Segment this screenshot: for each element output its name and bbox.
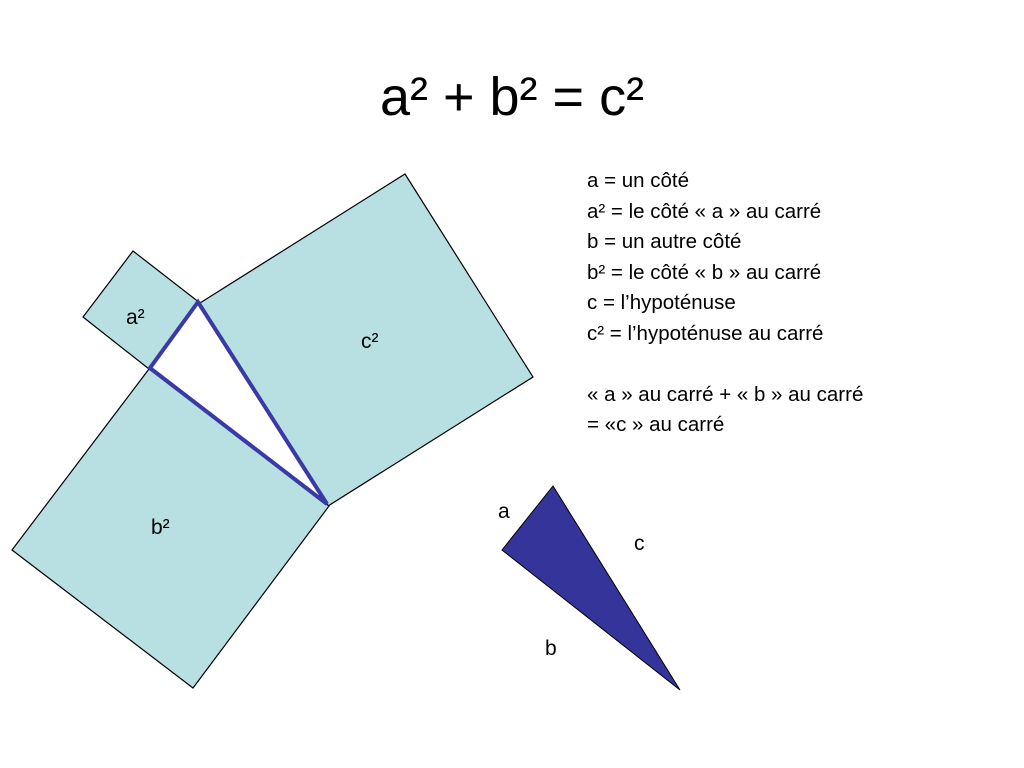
note-line: b² = le côté « b » au carré — [587, 260, 822, 284]
triangle-side-a-label: a — [498, 500, 510, 523]
square-a-squared-label: a² — [126, 306, 145, 329]
note-line: c = l’hypoténuse — [587, 291, 736, 314]
note-line: a = un côté — [587, 169, 690, 192]
conclusion-line: = «c » au carré — [587, 413, 725, 436]
note-line: b = un autre côté — [587, 230, 742, 253]
definitions-text: a = un côté a² = le côté « a » au carré … — [587, 166, 1007, 441]
triangle-side-b-label: b — [545, 637, 557, 660]
filled-reference-triangle — [501, 485, 681, 691]
square-b-squared-label: b² — [151, 516, 170, 539]
conclusion-line: « a » au carré + « b » au carré — [587, 382, 864, 406]
blank-line — [587, 349, 1007, 380]
note-line: c² = l’hypoténuse au carré — [587, 321, 824, 345]
right-triangle-outline — [147, 298, 329, 506]
square-c-squared-label: c² — [361, 330, 379, 353]
triangle-side-c-label: c — [634, 532, 645, 555]
slide-title: a² + b² = c² — [379, 67, 645, 127]
note-line: a² = le côté « a » au carré — [587, 199, 822, 223]
